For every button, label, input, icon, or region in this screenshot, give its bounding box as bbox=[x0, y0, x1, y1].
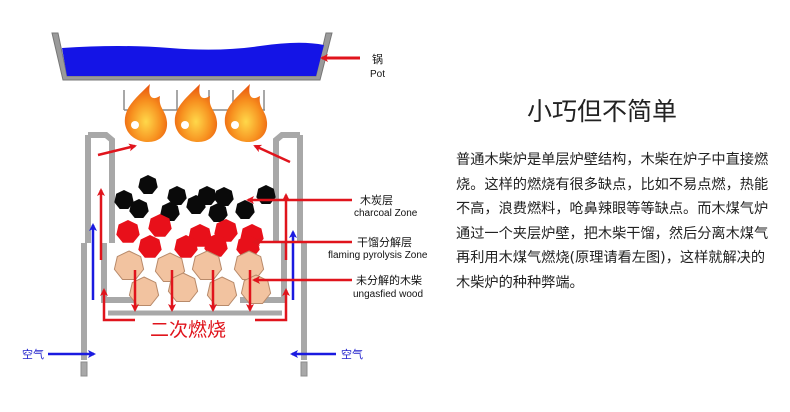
pot-body bbox=[51, 32, 333, 81]
wood-piece bbox=[113, 250, 145, 280]
flame bbox=[124, 84, 168, 142]
charcoal-piece bbox=[214, 187, 234, 206]
wood-piece bbox=[154, 252, 186, 282]
pot-label-cn: 锅 bbox=[372, 53, 383, 66]
charcoal-zone-label-en: charcoal Zone bbox=[354, 208, 418, 219]
pyrolysis-piece bbox=[138, 235, 162, 258]
wood-piece bbox=[191, 250, 223, 280]
flow-arrows bbox=[48, 143, 336, 358]
pyrolysis-piece bbox=[116, 220, 140, 243]
charcoal-piece bbox=[167, 186, 187, 205]
flame bbox=[174, 84, 218, 142]
pot-label-en: Pot bbox=[370, 69, 385, 80]
wood-piece bbox=[206, 276, 238, 306]
wood-zone-label-en: ungasfied wood bbox=[353, 289, 423, 300]
zone-pointers bbox=[246, 196, 352, 284]
pyrolysis-zone-label-en: flaming pyrolysis Zone bbox=[328, 250, 428, 261]
charcoal-piece bbox=[208, 203, 228, 222]
article-title: 小巧但不简单 bbox=[527, 97, 678, 126]
charcoal-piece bbox=[160, 202, 180, 221]
pyrolysis-piece bbox=[174, 235, 198, 258]
fuel-bed bbox=[113, 175, 276, 306]
flames bbox=[124, 84, 268, 142]
article-body: 普通木柴炉是单层炉壁结构，木柴在炉子中直接燃烧。这样的燃烧有很多缺点，比如不易点… bbox=[456, 152, 769, 291]
charcoal-piece bbox=[235, 200, 255, 219]
wood-piece bbox=[128, 276, 160, 306]
pot: 锅 Pot bbox=[51, 32, 385, 81]
pyrolysis-piece bbox=[148, 214, 172, 237]
charcoal-piece bbox=[197, 186, 217, 205]
wood-piece bbox=[240, 274, 272, 304]
charcoal-zone-label-cn: 木炭层 bbox=[360, 194, 393, 207]
charcoal-piece bbox=[138, 175, 158, 194]
charcoal-piece bbox=[129, 199, 149, 218]
charcoal-piece bbox=[114, 190, 134, 209]
air-inlet-right-label: 空气 bbox=[341, 347, 363, 361]
stove-walls bbox=[80, 132, 308, 377]
pyrolysis-zone-label-cn: 干馏分解层 bbox=[357, 235, 412, 249]
pyrolysis-piece bbox=[204, 234, 228, 257]
pot-water bbox=[62, 42, 324, 76]
wood-zone-label-cn: 未分解的木柴 bbox=[356, 273, 422, 287]
secondary-combustion-label: 二次燃烧 bbox=[150, 319, 226, 341]
air-inlet-left-label: 空气 bbox=[22, 347, 44, 361]
flame bbox=[224, 84, 268, 142]
